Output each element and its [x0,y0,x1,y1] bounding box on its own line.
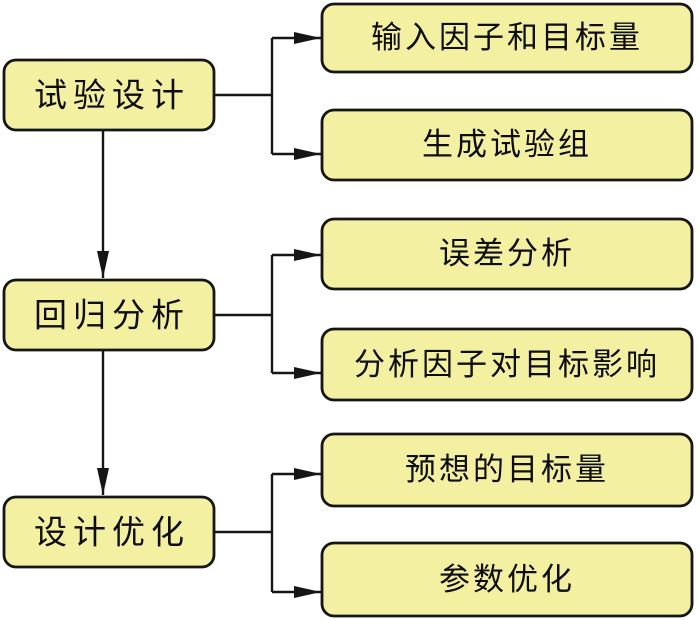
node-stage1-child1: 输入因子和目标量 [320,2,694,74]
node-stage1-child2-label: 生成试验组 [422,127,592,163]
connector-stage3-branch [214,474,274,592]
node-stage3-child2-box [320,541,694,618]
node-stage2-child2-label: 分析因子对目标影响 [354,347,660,383]
node-stage2-child2-box [320,327,694,402]
node-stage1-child1-label: 输入因子和目标量 [371,20,643,56]
node-stage1-child1-box [320,2,694,74]
node-stage-2-label: 回归分析 [34,296,190,335]
node-stage2-child2: 分析因子对目标影响 [320,327,694,402]
node-stage1-child2-box [320,108,694,182]
node-stage3-child1: 预想的目标量 [320,432,694,508]
node-stage-1-box [2,58,216,132]
node-stage-1: 试验设计 [2,58,216,132]
node-stage-2-box [2,278,216,352]
node-stage-3-label: 设计优化 [34,513,190,552]
connector-stage1-branch [214,38,274,154]
node-stage2-child1: 误差分析 [320,217,694,291]
node-stage3-child1-label: 预想的目标量 [405,452,609,488]
node-stage-3: 设计优化 [2,495,216,569]
connector-stage2-branch [214,255,274,373]
node-stage2-child1-box [320,217,694,291]
node-stage2-child1-label: 误差分析 [439,236,575,272]
node-stage-3-box [2,495,216,569]
node-stage1-child2: 生成试验组 [320,108,694,182]
node-stage-2: 回归分析 [2,278,216,352]
node-stage3-child2-label: 参数优化 [439,562,575,598]
node-stage-1-label: 试验设计 [34,76,190,115]
node-stage3-child1-box [320,432,694,508]
node-stage3-child2: 参数优化 [320,541,694,618]
